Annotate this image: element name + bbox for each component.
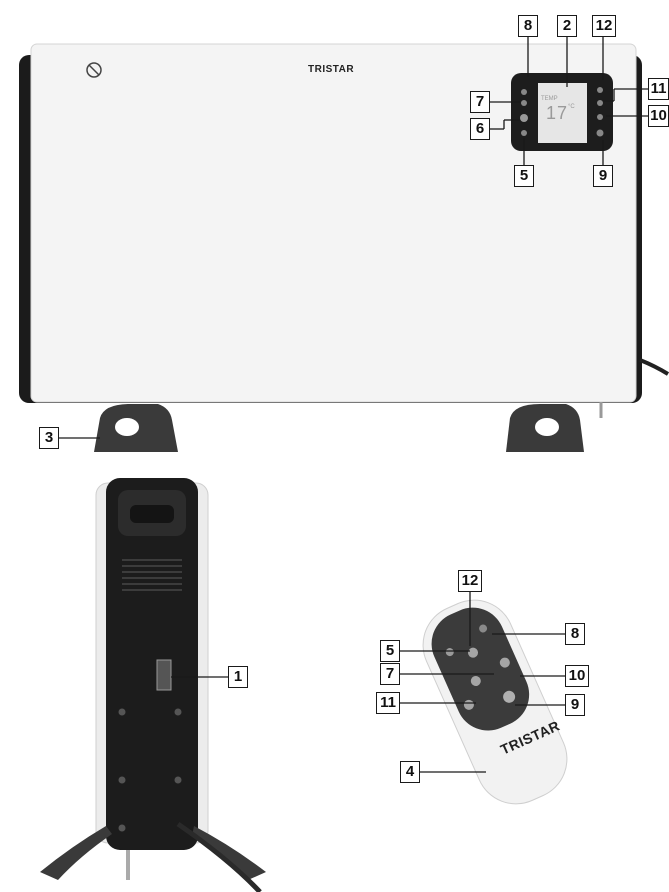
remote-fan-button[interactable] [466, 646, 479, 659]
remote-control [422, 599, 568, 805]
callout-12-remote: 12 [458, 570, 482, 592]
callout-6-display: 6 [470, 118, 490, 140]
callout-7-display: 7 [470, 91, 490, 113]
callout-4-remote: 4 [400, 761, 420, 783]
callout-5-remote: 5 [380, 640, 400, 662]
fan-button[interactable] [597, 87, 603, 93]
mode-button[interactable] [520, 114, 528, 122]
remote-power-button[interactable] [445, 647, 456, 658]
remote-timer-button[interactable] [501, 689, 517, 705]
brand-logo-heater: TRISTAR [308, 64, 355, 75]
do-not-cover-icon [86, 62, 102, 78]
lcd-display [538, 83, 587, 143]
air-vent [122, 559, 182, 591]
callout-7-remote: 7 [380, 663, 400, 685]
lcd-temp-label: TEMP [541, 96, 558, 102]
callout-2-display: 2 [557, 15, 577, 37]
callout-11-remote: 11 [376, 692, 400, 714]
timer-set-button[interactable] [596, 129, 604, 137]
callout-3-feet: 3 [39, 427, 59, 449]
remote-left-button[interactable] [498, 656, 511, 669]
side-screws [118, 708, 182, 832]
callout-8-remote: 8 [565, 623, 585, 645]
callout-9-remote: 9 [565, 694, 585, 716]
plus-button[interactable] [597, 100, 603, 106]
main-power-switch[interactable] [156, 659, 172, 691]
right-foot-grip [535, 418, 559, 436]
leader-lines [59, 37, 648, 773]
callout-5-display: 5 [514, 165, 534, 187]
remote-wifi-button[interactable] [469, 674, 482, 687]
power-button[interactable] [521, 130, 527, 136]
heater-side-view [40, 478, 266, 892]
power-cable [639, 358, 669, 376]
lcd-temp-value: 17 [546, 103, 569, 123]
handle-grip [130, 505, 174, 523]
side-right-leg [192, 826, 266, 880]
callout-12-display: 12 [592, 15, 616, 37]
remote-timer-indicator[interactable] [478, 623, 489, 634]
callout-8-display: 8 [518, 15, 538, 37]
callout-1-power-switch: 1 [228, 666, 248, 688]
callout-9-display: 9 [593, 165, 613, 187]
minus-button[interactable] [597, 114, 603, 120]
callout-11-display: 11 [648, 78, 669, 100]
timer-button[interactable] [521, 89, 527, 95]
callout-10-remote: 10 [565, 665, 589, 687]
left-foot-grip [115, 418, 139, 436]
callout-10-display: 10 [648, 105, 669, 127]
side-power-cable [176, 821, 262, 892]
lcd-temp-unit: °C [568, 104, 575, 110]
side-left-leg [40, 826, 112, 880]
wifi-button[interactable] [521, 100, 527, 106]
